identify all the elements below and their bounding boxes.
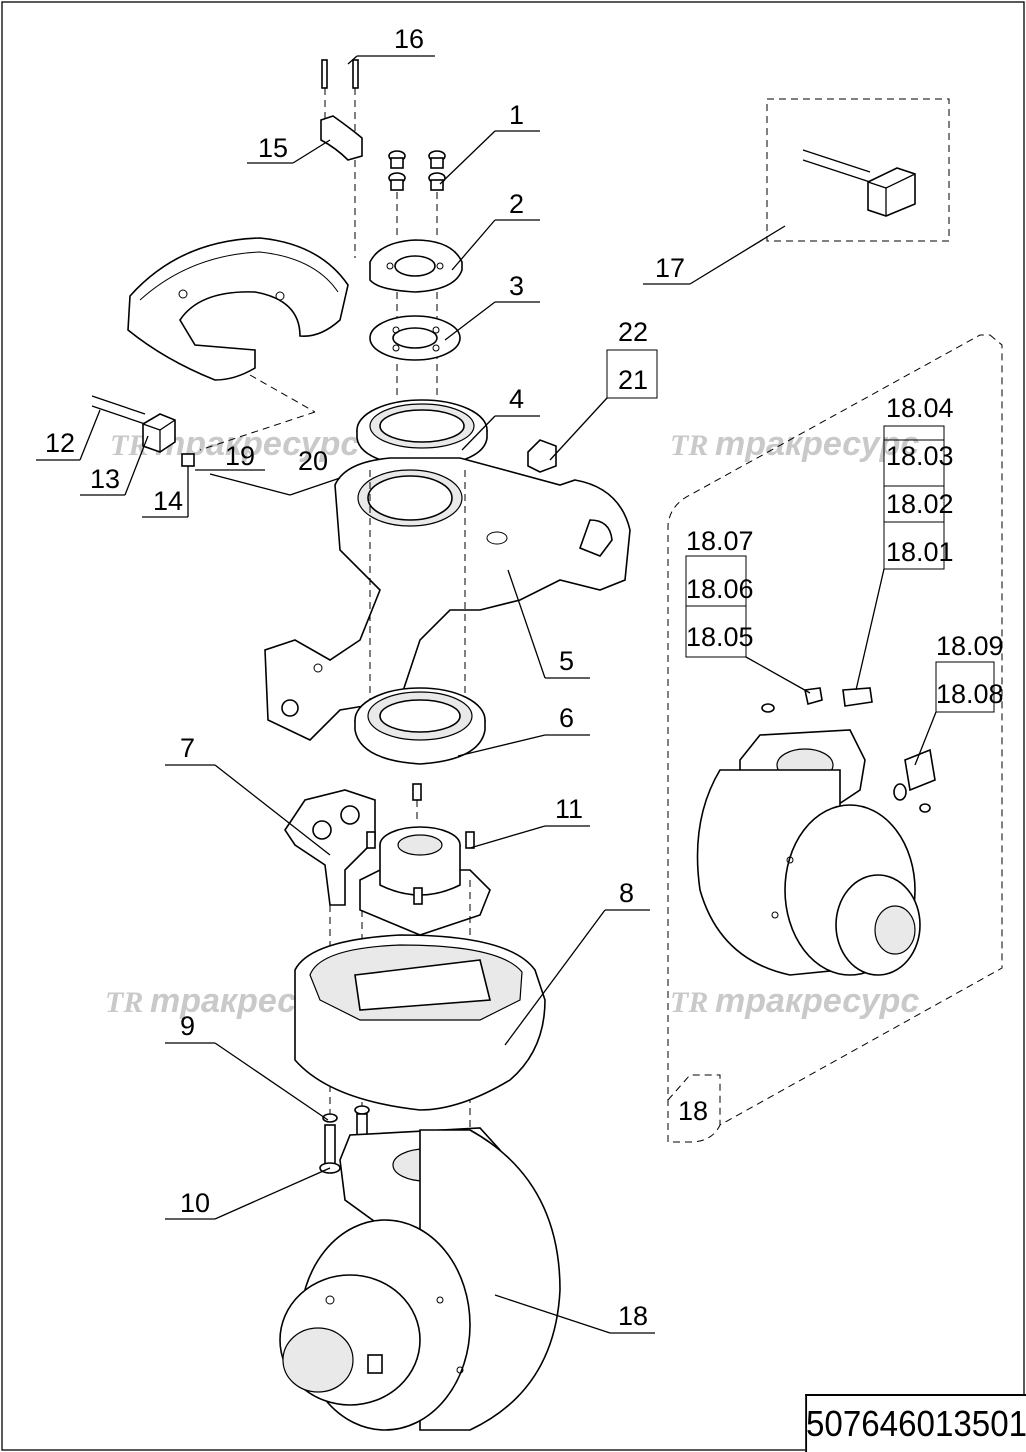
label-18-box: 18 — [678, 1096, 708, 1126]
label-18-09: 18.09 — [936, 631, 1004, 661]
label-18-04: 18.04 — [886, 393, 954, 423]
svg-text:TR: TR — [105, 986, 143, 1019]
watermark-4: TR тракресурс — [670, 982, 919, 1020]
part-17-block — [802, 149, 916, 217]
document-number: 507646013501 — [805, 1394, 1026, 1452]
part-screw-top — [412, 783, 422, 820]
part-6-bearing — [354, 687, 486, 765]
label-7: 7 — [180, 733, 195, 763]
part-1-bolts — [388, 150, 446, 240]
part-21-bracket — [527, 439, 557, 473]
label-18-03: 18.03 — [886, 441, 954, 471]
label-18-05: 18.05 — [686, 622, 754, 652]
part-18-wheel-motor — [279, 1127, 561, 1431]
part-4-bearing — [356, 399, 488, 469]
svg-text:тракресурс: тракресурс — [715, 425, 919, 463]
part-11-screw — [465, 831, 475, 849]
label-15: 15 — [258, 133, 288, 163]
label-3: 3 — [509, 271, 524, 301]
label-14: 14 — [153, 486, 183, 516]
assembly-18-outline — [667, 334, 1003, 1143]
part-8-housing — [294, 934, 546, 1111]
label-21: 21 — [618, 365, 648, 395]
label-12: 12 — [45, 428, 75, 458]
label-1: 1 — [509, 100, 524, 130]
label-16: 16 — [394, 24, 424, 54]
kit-17-box — [766, 98, 950, 242]
svg-text:тракресурс: тракресурс — [715, 982, 919, 1020]
part-3-shim — [369, 315, 461, 361]
watermark-2: TR тракресурс — [670, 425, 919, 463]
label-18-06: 18.06 — [686, 574, 754, 604]
label-18: 18 — [618, 1301, 648, 1331]
label-10: 10 — [180, 1188, 210, 1218]
leader-lines — [36, 55, 995, 1334]
part-16-pins — [321, 59, 359, 258]
label-4: 4 — [509, 384, 524, 414]
label-18-07: 18.07 — [686, 526, 754, 556]
label-22: 22 — [618, 317, 648, 347]
part-9-10-fasteners — [319, 1105, 370, 1174]
label-18-01: 18.01 — [886, 537, 954, 567]
cover-shell — [127, 237, 349, 451]
svg-text:TR: TR — [110, 429, 148, 462]
label-6: 6 — [559, 703, 574, 733]
part-2-plate — [369, 239, 463, 395]
label-5: 5 — [559, 646, 574, 676]
part-15-clamp — [320, 115, 363, 161]
svg-text:TR: TR — [670, 429, 708, 462]
part-5-frame — [264, 457, 631, 741]
svg-text:TR: TR — [670, 986, 708, 1019]
label-17: 17 — [655, 253, 685, 283]
label-20: 20 — [298, 446, 328, 476]
label-18-08: 18.08 — [936, 679, 1004, 709]
label-13: 13 — [90, 464, 120, 494]
callout-labels: 16 15 1 2 3 4 22 21 17 12 13 14 19 20 5 … — [45, 24, 1004, 1331]
label-8: 8 — [619, 878, 634, 908]
label-11: 11 — [555, 794, 583, 824]
label-18-02: 18.02 — [886, 489, 954, 519]
label-2: 2 — [509, 189, 524, 219]
part-18-detail-view — [696, 687, 936, 976]
label-9: 9 — [180, 1011, 195, 1041]
label-19: 19 — [225, 441, 255, 471]
assembly-18-tag — [667, 1074, 721, 1125]
